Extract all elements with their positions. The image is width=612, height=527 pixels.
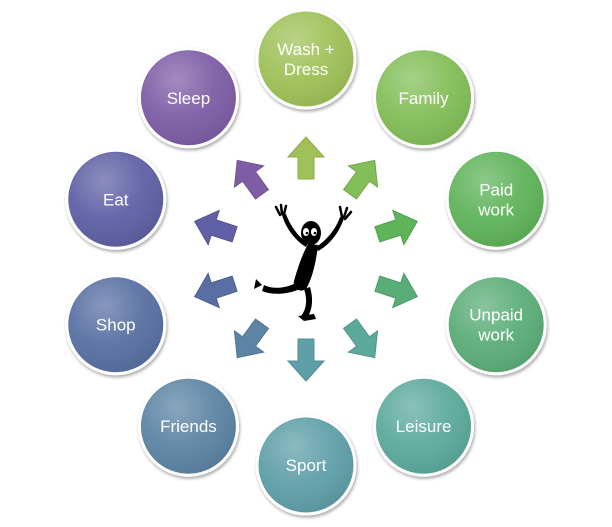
nodes-layer: Wash +DressFamilyPaidworkUnpaidworkLeisu… (65, 8, 547, 516)
node-highlight (259, 12, 353, 106)
node-highlight (141, 379, 236, 474)
node-friends: Friends (137, 375, 239, 477)
node-highlight (376, 50, 471, 145)
arrow-to-leisure (342, 318, 379, 359)
arrow-to-unpaid-work (374, 272, 419, 309)
arrow-to-family (342, 159, 379, 200)
node-label: Sleep (167, 89, 210, 108)
node-label: Friends (160, 417, 217, 436)
node-sport: Sport (255, 414, 357, 516)
node-highlight (259, 418, 353, 512)
node-label: Eat (103, 190, 129, 209)
node-eat: Eat (65, 148, 167, 250)
node-label: work (477, 326, 514, 345)
node-shop: Shop (65, 274, 167, 376)
arrow-to-sleep (233, 159, 270, 200)
node-label: Dress (284, 60, 328, 79)
arrow-to-eat (193, 209, 238, 246)
arrows-layer (193, 136, 419, 382)
node-highlight (141, 50, 236, 145)
node-label: Shop (96, 316, 136, 335)
arrow-to-shop (193, 272, 238, 309)
node-highlight (449, 152, 544, 247)
node-highlight (68, 152, 163, 247)
node-label: Unpaid (469, 306, 523, 325)
node-highlight (449, 277, 544, 372)
node-label: Paid (479, 180, 513, 199)
node-highlight (68, 277, 163, 372)
node-label: Wash + (277, 40, 335, 59)
node-sleep: Sleep (137, 47, 239, 149)
arrow-to-friends (233, 318, 270, 359)
node-family: Family (373, 47, 475, 149)
node-label: work (477, 200, 514, 219)
node-leisure: Leisure (373, 375, 475, 477)
node-label: Family (399, 89, 450, 108)
arrow-to-sport (286, 338, 326, 382)
arrow-to-wash-dress (286, 136, 326, 180)
dancing-person-icon (254, 203, 353, 321)
node-highlight (376, 379, 471, 474)
node-wash-dress: Wash +Dress (255, 8, 357, 110)
arrow-to-paid-work (374, 209, 419, 246)
node-label: Sport (286, 456, 327, 475)
node-label: Leisure (396, 417, 452, 436)
